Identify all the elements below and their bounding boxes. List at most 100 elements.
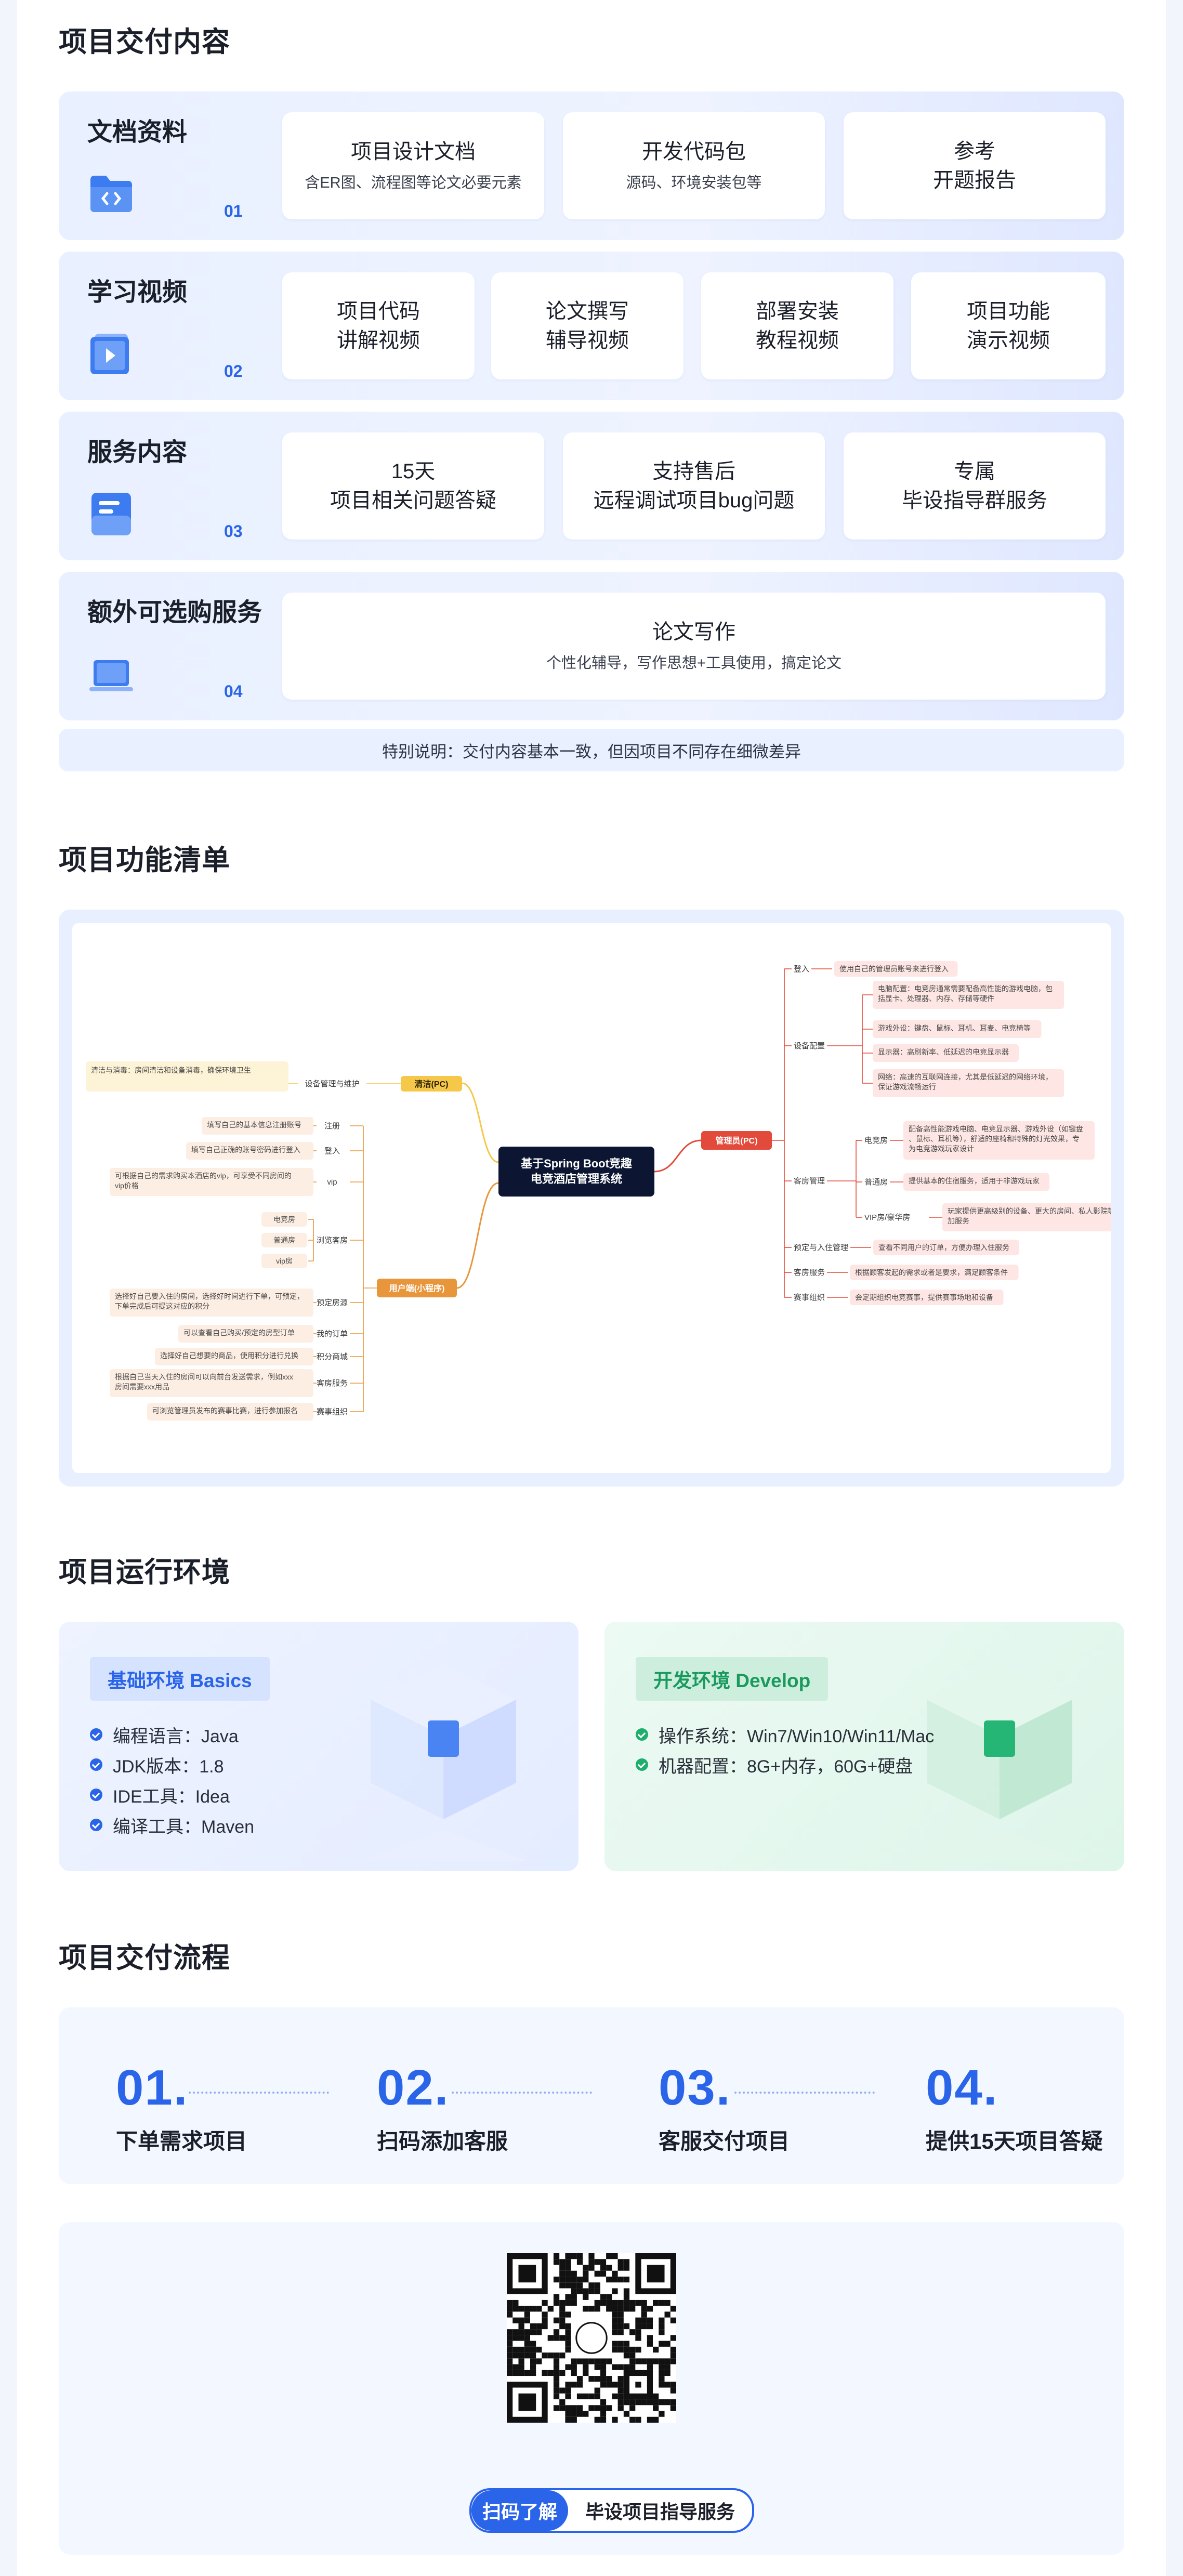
mindmap-node-label: 登入 [324,1147,340,1155]
qr-module [617,2311,624,2318]
qr-module [576,2288,583,2294]
env-item-text: 编程语言：Java [113,1726,239,1746]
qr-module [641,2306,647,2312]
env-item-text: IDE工具：Idea [113,1786,230,1807]
qr-code-icon[interactable] [507,2253,676,2423]
card-main: 项目设计文档 [351,140,476,163]
qr-module [565,2259,571,2265]
mindmap-leaf-text: 普通房 [273,1236,295,1244]
mindmap-leaf [873,1240,1019,1255]
mindmap-leaf [873,1020,1042,1038]
qr-module [576,2276,583,2283]
qr-module [565,2393,571,2400]
scan-button[interactable]: 扫码了解 毕设项目指导服务 [469,2488,754,2533]
card-deploy-video: 部署安装 教程视频 [701,272,893,379]
qr-module [623,2288,630,2294]
qr-module [553,2382,560,2388]
qr-module [594,2282,600,2289]
env-dev-list: 操作系统：Win7/Win10/Win11/Mac 机器配置：8G+内存，60G… [636,1719,934,1780]
mindmap-root-label: 基于Spring Boot竞趣电竞酒店管理系统 [521,1157,632,1186]
mindmap-node-label: 管理员(PC) [716,1136,758,1146]
qr-module [612,2317,618,2323]
mindmap-leaf [873,1044,1019,1062]
mindmap-leaf-text: 会定期组织电竞赛事，提供赛事场地和设备 [855,1293,993,1302]
qr-module [629,2306,636,2312]
qr-module [664,2370,671,2376]
env-item: 编译工具：Maven [90,1810,254,1840]
qr-module [670,2306,676,2312]
mindmap-leaf [147,1403,313,1421]
qr-module [547,2306,554,2312]
qr-module [600,2265,607,2271]
qr-module [617,2346,624,2353]
mindmap-node-label: 客房服务 [317,1379,348,1388]
row-title: 学习视频 [87,279,188,306]
qr-module [612,2270,618,2277]
mindmap-leaf-text: 使用自己的管理员账号来进行登入 [839,965,949,973]
scan-button-left[interactable]: 扫码了解 [471,2490,568,2531]
qr-module [565,2299,571,2306]
qr-module [553,2387,560,2394]
qr-module [565,2387,571,2394]
qr-module [524,2370,530,2376]
step-number: 02. [377,2060,450,2115]
qr-module [594,2259,600,2265]
qr-module [553,2405,560,2411]
qr-module [553,2276,560,2283]
mindmap-leaf-text: vip房 [276,1257,293,1265]
env-dev-card: 开发环境 Develop 操作系统：Win7/Win10/Win11/Mac 机… [604,1622,1124,1871]
qr-module [612,2416,618,2423]
card-main: 项目代码 讲解视频 [337,300,420,352]
qr-module [641,2358,647,2364]
qr-module [664,2358,671,2364]
mindmap-node-label: 客房管理 [794,1177,825,1186]
qr-module [565,2282,571,2289]
qr-module [583,2358,589,2364]
qr-module [606,2294,612,2300]
mindmap-leaf [903,1121,1095,1160]
qr-module [559,2282,566,2289]
qr-module [571,2276,577,2283]
qr-module [571,2317,612,2359]
qr-module [623,2294,630,2300]
mindmap-leaf [261,1212,307,1227]
scan-button-right[interactable]: 毕设项目指导服务 [585,2501,735,2522]
mindmap-node-label: 预定与入住管理 [794,1243,848,1252]
features-title: 项目功能清单 [59,845,230,876]
qr-module [629,2364,636,2370]
qr-module [647,2306,653,2312]
qr-module [635,2382,641,2388]
qr-module [594,2387,600,2394]
qr-module [583,2411,589,2417]
card-main: 论文撰写 辅导视频 [546,300,629,352]
qr-module [629,2358,636,2364]
qr-module [629,2352,636,2359]
qr-module [670,2405,676,2411]
mindmap-leaf-text: 网络：高速的互联网连接，尤其是低延迟的网络环境，保证游戏流畅运行 [878,1073,1053,1091]
card-main: 15天 项目相关问题答疑 [330,460,496,512]
qr-module [542,2370,548,2376]
qr-module [512,2317,519,2323]
qr-module [670,2387,676,2394]
qr-module [576,2382,583,2388]
mindmap-leaf [261,1254,307,1268]
qr-module [623,2323,630,2330]
qr-module [571,2370,577,2376]
qr-module [559,2317,566,2323]
qr-module [553,2335,560,2341]
qr-module [575,2322,608,2354]
qr-module [617,2376,624,2382]
qr-module [623,2265,630,2271]
card-sub: 含ER图、流程图等论文必要元素 [305,175,522,191]
qr-module [518,2265,536,2283]
qr-module [653,2393,659,2400]
qr-module [600,2294,607,2300]
qr-module [547,2335,554,2341]
qr-module [664,2341,671,2347]
qr-module [629,2405,636,2411]
qr-module [588,2265,595,2271]
check-icon [636,1728,648,1741]
qr-module [571,2416,577,2423]
qr-module [559,2335,566,2341]
